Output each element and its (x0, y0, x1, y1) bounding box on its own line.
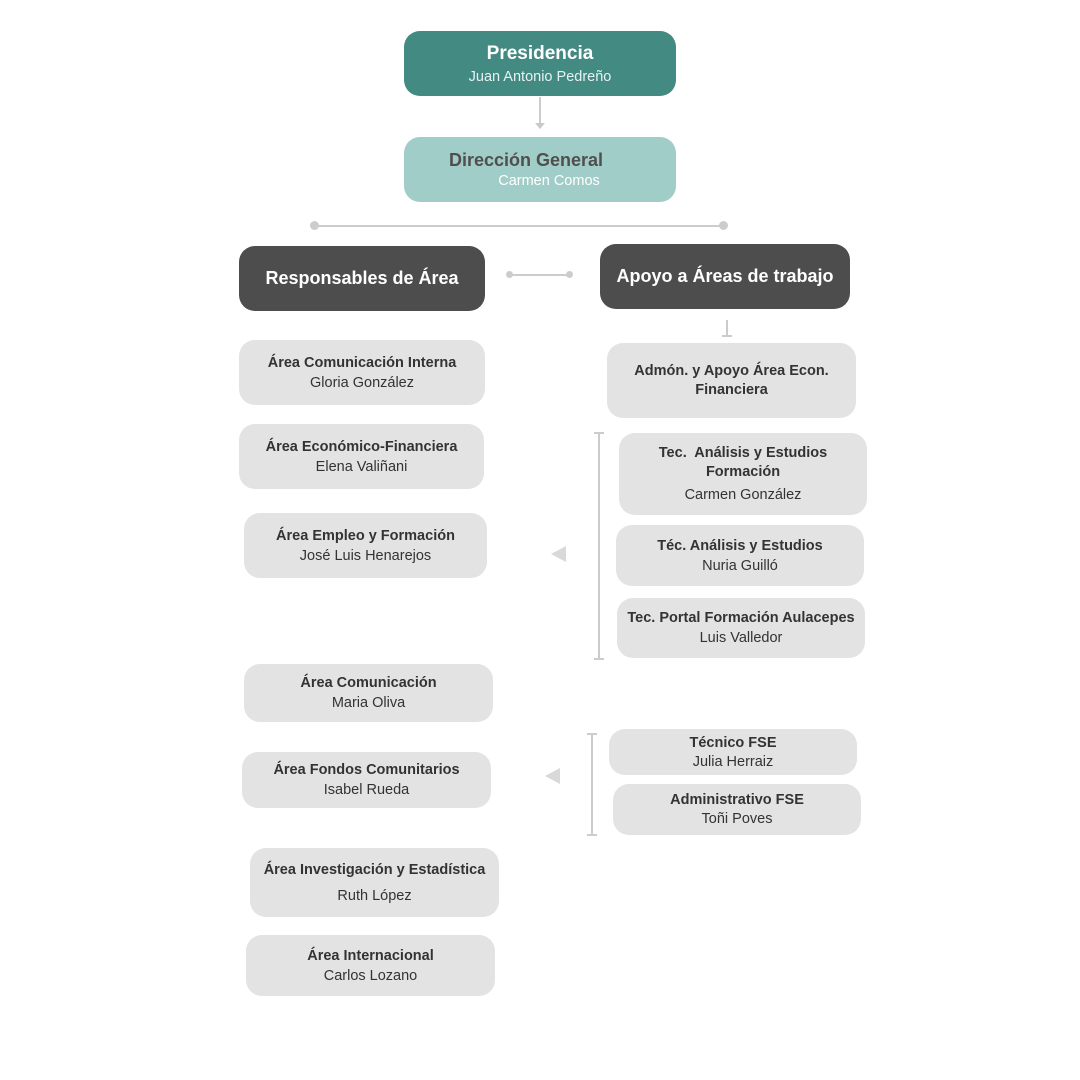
support-title-line2: Formación (705, 464, 781, 480)
area-manager: Ruth López (337, 887, 412, 904)
direccion-name: Carmen Comos (498, 173, 600, 189)
arrow-down-icon (535, 123, 545, 129)
area-node: Área Comunicación Maria Oliva (244, 664, 493, 722)
area-manager: Isabel Rueda (323, 782, 410, 798)
support-name: Toñi Poves (701, 811, 773, 827)
support-name: Nuria Guilló (702, 557, 778, 574)
connector-dot-mid-right (566, 271, 573, 278)
presidencia-name: Juan Antonio Pedreño (468, 68, 612, 85)
area-node: Área Empleo y Formación José Luis Henare… (244, 513, 487, 578)
support-node: Técnico FSE Julia Herraiz (609, 729, 857, 775)
area-node: Área Comunicación Interna Gloria Gonzále… (239, 340, 485, 405)
responsables-node: Responsables de Área (239, 246, 485, 311)
connector-apoyo-down-cap (722, 335, 732, 337)
apoyo-node: Apoyo a Áreas de trabajo (600, 244, 850, 309)
support-node: Tec. Portal Formación Aulacepes Luis Val… (617, 598, 865, 658)
area-title: Área Comunicación (300, 675, 437, 691)
area-node: Área Internacional Carlos Lozano (246, 935, 495, 996)
area-manager: Elena Valiñani (315, 458, 408, 475)
area-title: Área Económico-Financiera (265, 438, 458, 455)
direccion-node: Dirección General Carmen Comos (404, 137, 676, 202)
area-manager: Maria Oliva (331, 695, 406, 711)
connector-headers-line (510, 274, 570, 276)
support-title: Técnico FSE (689, 734, 777, 751)
support-name: Julia Herraiz (692, 753, 774, 770)
arrow-left-icon (545, 768, 560, 784)
connector-presidencia-direccion (539, 97, 541, 124)
area-title: Área Comunicación Interna (267, 354, 457, 371)
area-node: Área Fondos Comunitarios Isabel Rueda (242, 752, 491, 808)
bracket-formacion (598, 432, 600, 660)
apoyo-title: Apoyo a Áreas de trabajo (616, 266, 834, 286)
arrow-left-icon (551, 546, 566, 562)
support-name: Luis Valledor (699, 630, 783, 646)
connector-split-line (314, 225, 724, 227)
support-node: Administrativo FSE Toñi Poves (613, 784, 861, 835)
bracket-fse-cap-bottom (587, 834, 597, 836)
area-node: Área Investigación y Estadística Ruth Ló… (250, 848, 499, 917)
area-manager: Gloria González (310, 374, 414, 391)
bracket-formacion-cap-bottom (594, 658, 604, 660)
bracket-fse-cap-top (587, 733, 597, 735)
support-name: Carmen González (684, 487, 802, 503)
area-manager: Carlos Lozano (323, 967, 418, 984)
support-title-line1: Admón. y Apoyo Área Econ. (634, 363, 829, 379)
responsables-title: Responsables de Área (265, 268, 459, 288)
support-node: Admón. y Apoyo Área Econ. Financiera (607, 343, 856, 418)
support-title-line2: Financiera (695, 382, 768, 398)
support-node: Tec. Análisis y Estudios Formación Carme… (619, 433, 867, 515)
area-manager: José Luis Henarejos (299, 547, 432, 564)
bracket-fse (591, 733, 593, 836)
bracket-formacion-cap-top (594, 432, 604, 434)
presidencia-title: Presidencia (486, 42, 594, 64)
support-title-line1: Tec. Análisis y Estudios (658, 445, 828, 461)
presidencia-node: Presidencia Juan Antonio Pedreño (404, 31, 676, 96)
support-title: Administrativo FSE (670, 792, 804, 808)
support-title: Téc. Análisis y Estudios (657, 537, 823, 554)
direccion-title: Dirección General (448, 150, 604, 170)
area-title: Área Fondos Comunitarios (273, 762, 460, 778)
support-node: Téc. Análisis y Estudios Nuria Guilló (616, 525, 864, 586)
area-node: Área Económico-Financiera Elena Valiñani (239, 424, 484, 489)
area-title: Área Internacional (307, 947, 434, 964)
support-title: Tec. Portal Formación Aulacepes (627, 610, 855, 626)
area-title: Área Empleo y Formación (276, 527, 455, 544)
connector-dot-mid-left (506, 271, 513, 278)
connector-apoyo-down (726, 320, 728, 336)
connector-dot-right (719, 221, 728, 230)
area-title: Área Investigación y Estadística (263, 861, 486, 878)
